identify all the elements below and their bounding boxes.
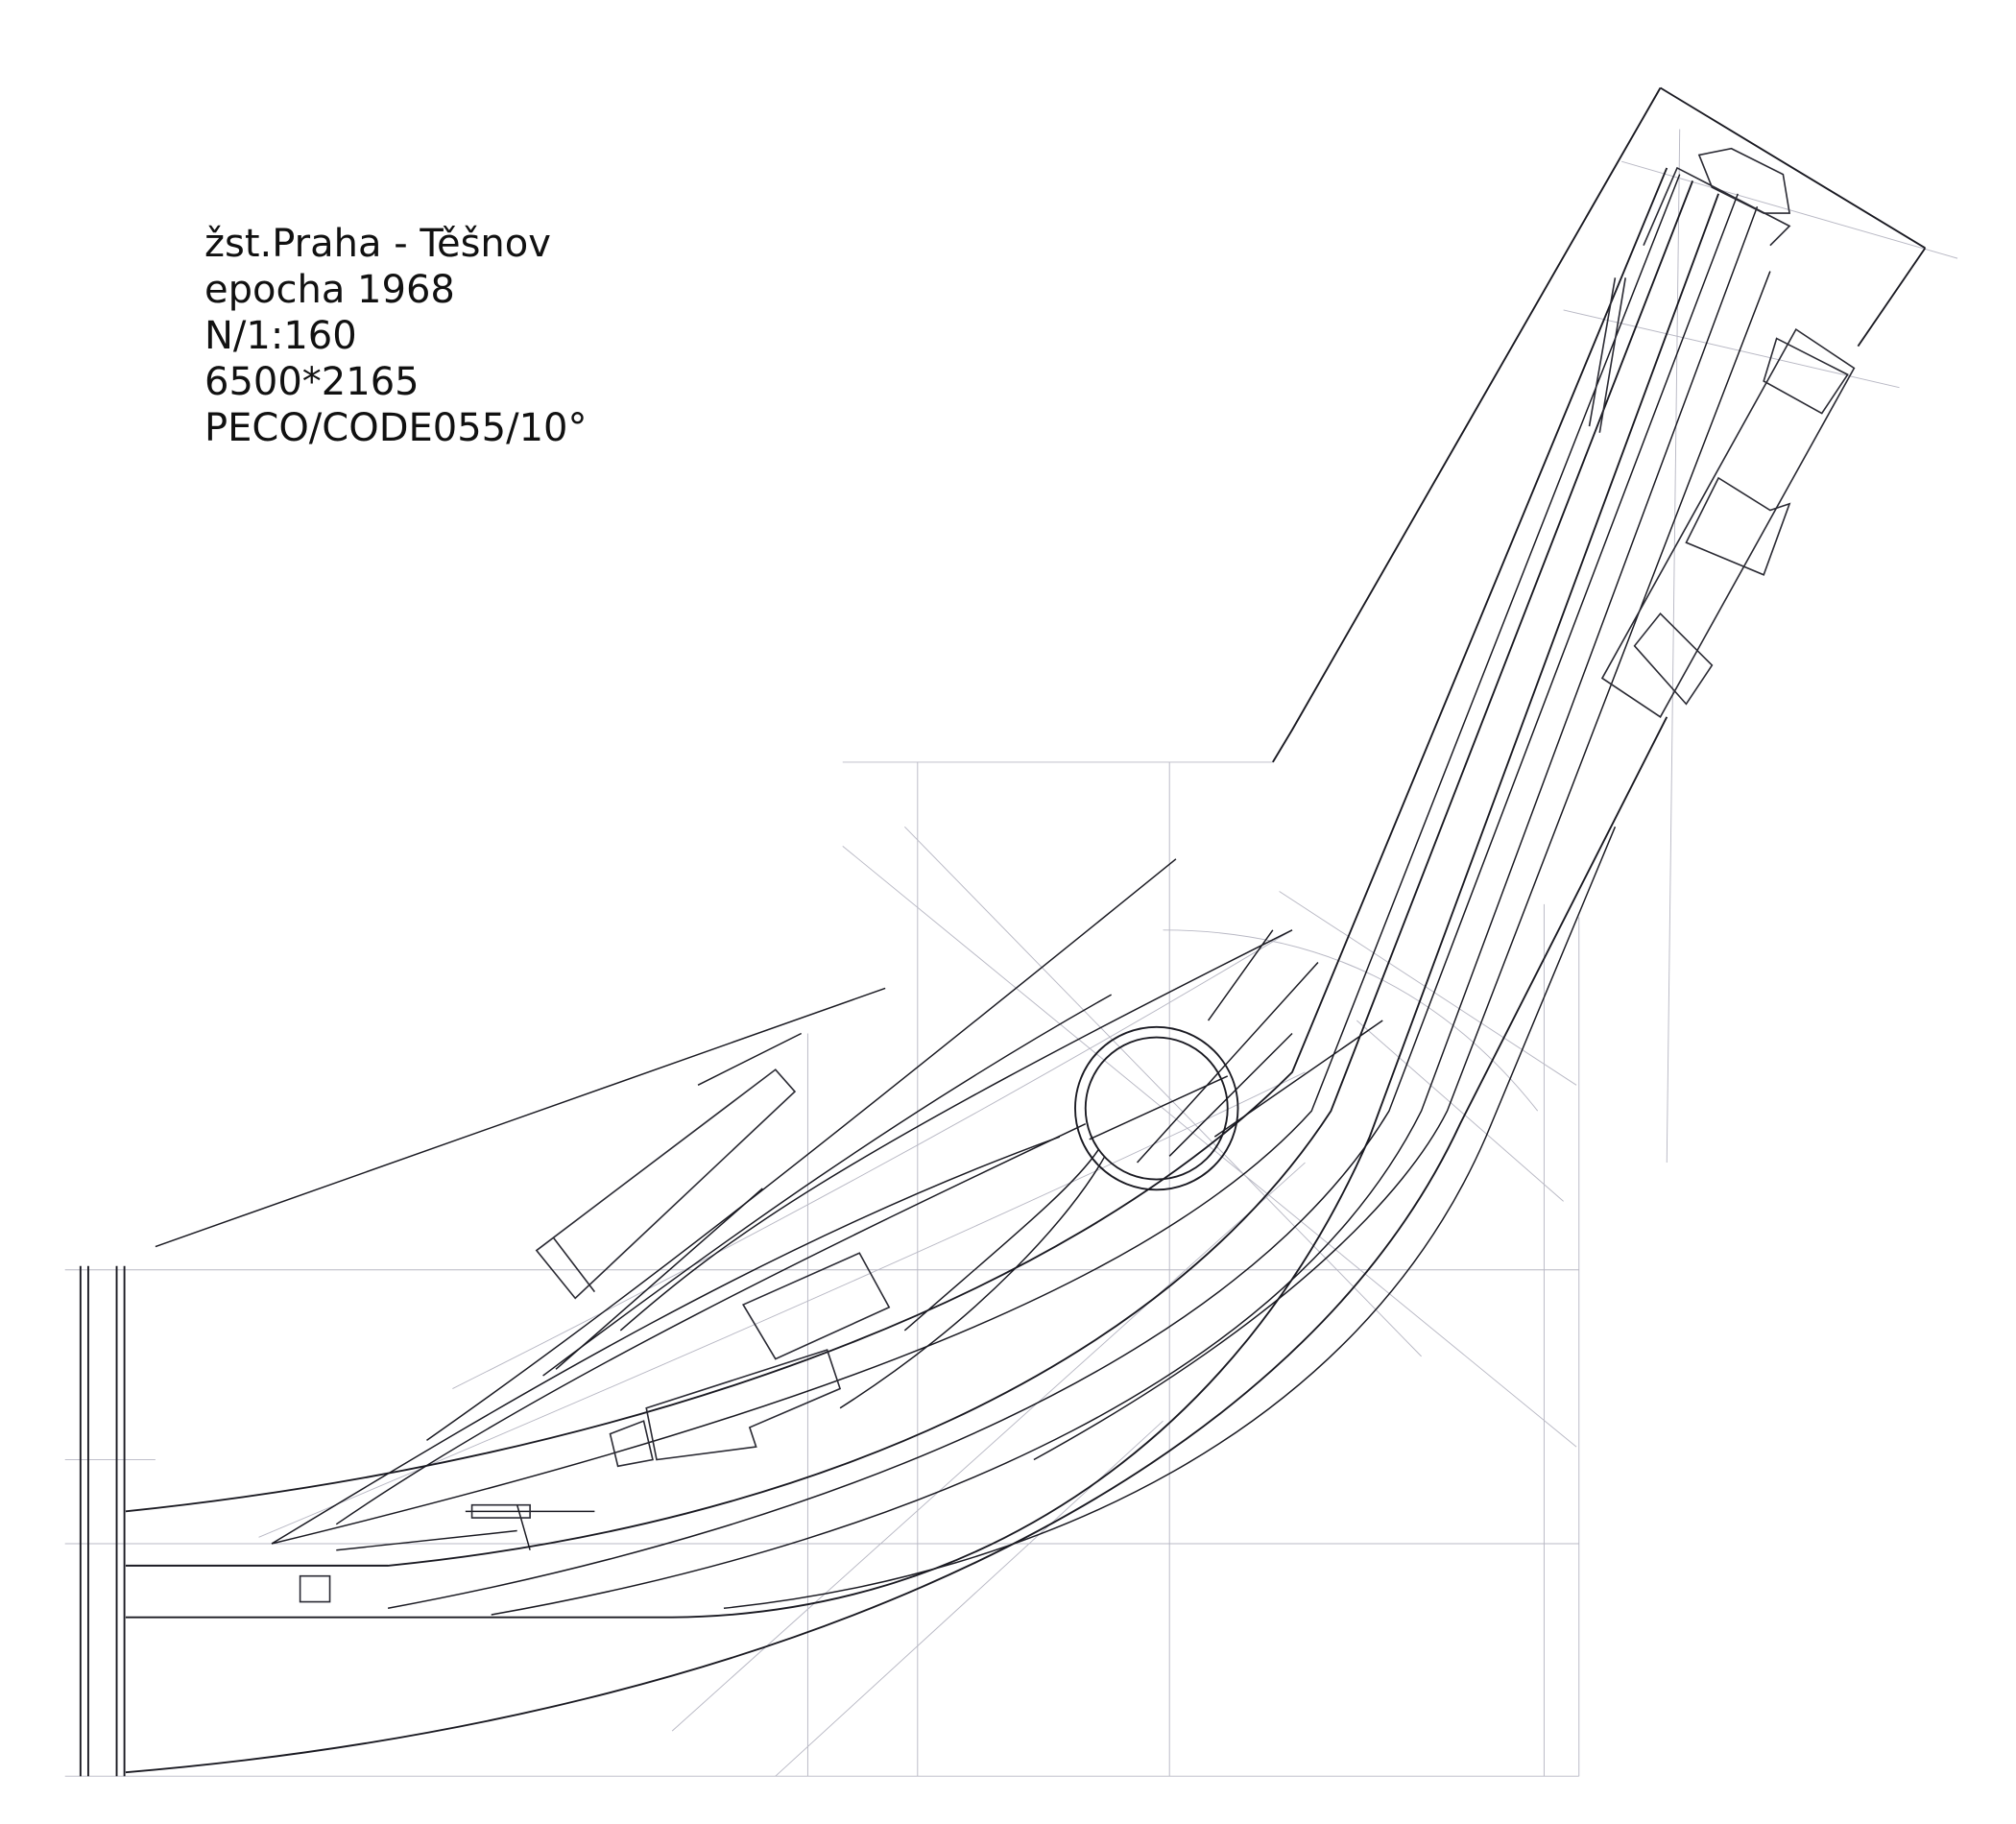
yard-tracks <box>155 858 1383 1551</box>
construction-lines <box>64 129 1958 1777</box>
station-name: žst.Praha - Těšnov <box>204 222 551 266</box>
title-block: žst.Praha - Těšnov epocha 1968 N/1:160 6… <box>204 221 588 451</box>
buildings <box>299 147 1856 1603</box>
main-lines <box>125 167 1771 1774</box>
baseboard-edges <box>79 86 1927 1777</box>
epoch: epocha 1968 <box>204 268 455 312</box>
scale: N/1:160 <box>204 314 357 358</box>
turntable <box>1074 1025 1239 1191</box>
dimensions: 6500*2165 <box>204 360 420 404</box>
track-system: PECO/CODE055/10° <box>204 406 588 450</box>
